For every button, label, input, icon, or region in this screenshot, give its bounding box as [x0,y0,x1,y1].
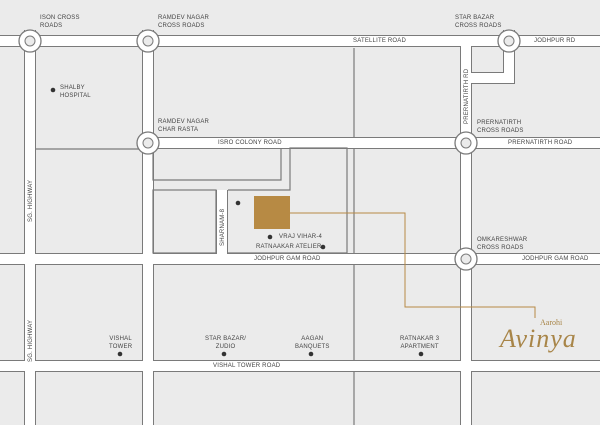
prernatirth-cross-roads-label: PRERNATIRTH CROSS ROADS [477,120,524,134]
ramdev-nagar-char-rasta-label: RAMDEV NAGAR CHAR RASTA [158,119,210,133]
sg-highway-top-label: SG. HIGHWAY [28,179,34,222]
ramdev-cross-junction-circle [136,29,160,53]
brand-logo-text: Avinya [500,324,577,353]
project-site-marker [254,196,290,229]
jodhpur-gam-road-east-label: JODHPUR GAM ROAD [522,256,589,262]
project-leader-line [290,212,536,318]
aagan-banquets-label: AAGAN BANQUETS [295,336,330,350]
ratnakar-3-apartment-label: RATNAKAR 3 APARTMENT [400,336,440,350]
shalby-hospital-dot [50,87,56,93]
star-bazar-cross-roads-label: STAR BAZAR CROSS ROADS [455,15,502,29]
prernatirth-rd-label: PRERNATIRTH RD [464,68,470,124]
junction-markers [18,29,521,271]
internal-roads [36,48,355,425]
aagan-banquets-dot [308,351,314,357]
ratnakar-3-dot [418,351,424,357]
landmark-dots [50,87,424,357]
star-bazar-zudio-dot [221,351,227,357]
vraj-vihar-dot [267,234,273,240]
ison-cross-roads-label: ISON CROSS ROADS [40,15,80,29]
vishal-tower-label: VISHAL TOWER [109,336,133,350]
shalby-hospital-label: SHALBY HOSPITAL [60,85,91,99]
sg-highway-bottom-label: SG. HIGHWAY [28,319,34,362]
brand-subtitle: Aarohi [540,318,563,327]
vishal-tower-dot [117,351,123,357]
star-bazar-zudio-label: STAR BAZAR/ ZUDIO [205,336,247,350]
vishal-tower-road-label: VISHAL TOWER ROAD [213,363,281,369]
omkareshwar-junction-circle [454,247,478,271]
ratnaakar-atelier-label: RATNAAKAR ATELIER [256,244,322,250]
jodhpur-gam-road-label: JODHPUR GAM ROAD [254,256,321,262]
star-bazar-junction-circle [497,29,521,53]
satellite-road-label: SATELLITE ROAD [353,38,407,44]
prernatirth-road-label: PRERNATIRTH ROAD [508,140,573,146]
vraj-vihar-label: VRAJ VIHAR-4 [279,234,323,240]
ramdev-char-junction-circle [136,131,160,155]
prernatirth-junction-circle [454,131,478,155]
jodhpur-rd-label: JODHPUR RD [534,38,576,44]
omkareshwar-cross-roads-label: OMKARESHWAR CROSS ROADS [477,237,528,251]
ison-junction-circle [18,29,42,53]
isro-colony-road-label: ISRO COLONY ROAD [218,140,282,146]
ramdev-nagar-cross-roads-label: RAMDEV NAGAR CROSS ROADS [158,15,210,29]
sharnam-dot [235,200,241,206]
ratnaakar-atelier-dot [320,244,326,250]
sharnam-8-label: SHARNAM-8 [220,208,226,246]
